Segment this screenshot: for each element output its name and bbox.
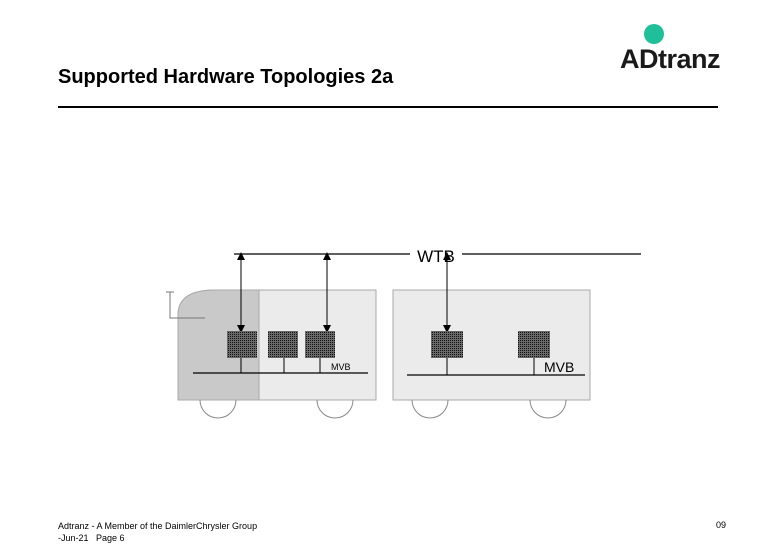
wtb-label: WTB [417,247,455,266]
mvb-label-left: MVB [331,362,351,372]
coach-body [392,289,591,401]
device-3 [305,331,335,358]
mvb-label-right: MVB [544,359,574,375]
slide-title: Supported Hardware Topologies 2a [58,66,394,88]
pantograph [166,291,205,319]
wheel-left-2 [316,399,354,419]
coach [392,289,591,419]
device-5 [518,331,550,358]
device-4 [431,331,463,358]
logo-text: ADtranz [620,44,721,74]
page-number: 09 [716,520,727,530]
wheel-right-2 [529,399,567,419]
device-2 [268,331,298,358]
footer-line-1: Adtranz - A Member of the DaimlerChrysle… [58,521,258,531]
footer: Adtranz - A Member of the DaimlerChrysle… [58,520,257,544]
title-rule [58,106,718,108]
device-1 [227,331,257,358]
logo-dot-icon [644,24,664,44]
wheel-right-1 [411,399,449,419]
wheel-left-1 [199,399,237,419]
footer-line-2: -Jun-21 Page 6 [58,533,125,543]
